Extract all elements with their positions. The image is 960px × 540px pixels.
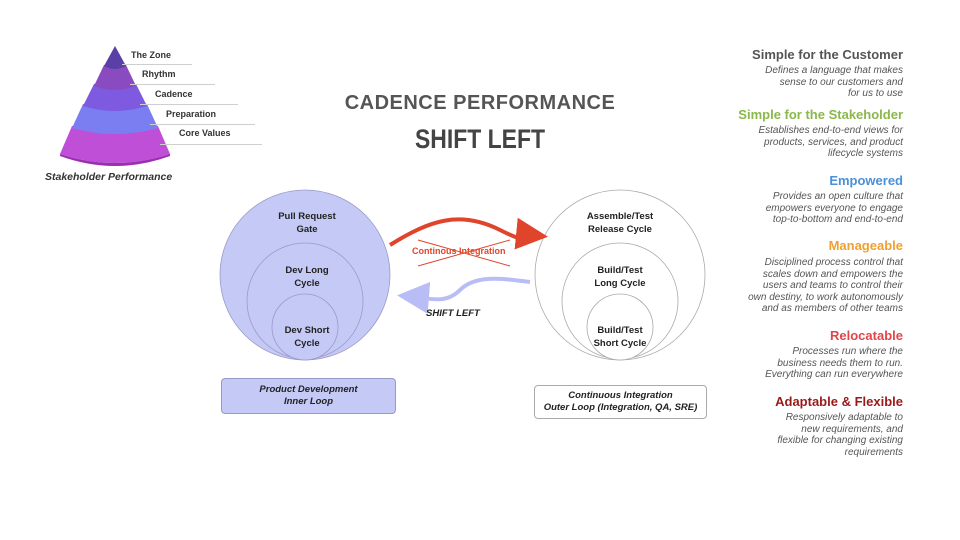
dev-long-label: Dev Long Cycle (285, 265, 329, 289)
stakeholder-pyramid (60, 46, 170, 166)
shift-left-label: SHIFT LEFT (426, 308, 480, 319)
pyramid-level-cadence (83, 81, 147, 111)
dev-short-circle (271, 293, 339, 361)
principle-text: Provides an open culture that empowers e… (765, 191, 903, 226)
pyramid-label-core-values: Core Values (179, 128, 231, 138)
strike-line (417, 239, 511, 267)
pyramid-label-rhythm: Rhythm (142, 69, 176, 79)
pyramid-label-preparation: Preparation (166, 109, 217, 119)
continuous-integration-label: Continous Integration (412, 246, 506, 256)
principle-text: Processes run where the business needs t… (765, 346, 903, 381)
principle-heading: Simple for the Customer (752, 47, 903, 62)
build-long-label: Build/Test Long Cycle (594, 265, 646, 289)
build-short-label: Build/Test Short Cycle (593, 325, 647, 349)
pyramid-level-rhythm (94, 63, 136, 90)
pyramid-divider (140, 104, 238, 105)
principle-heading: Manageable (828, 238, 903, 253)
pyramid-label-cadence: Cadence (155, 89, 193, 99)
continuous-integration-arrow (388, 217, 548, 250)
principle-text: Disciplined process control that scales … (748, 257, 903, 315)
release-cycle-label: Assemble/Test Release Cycle (586, 211, 654, 235)
principle-text: Responsively adaptable to new requiremen… (777, 412, 903, 458)
principle-heading: Relocatable (830, 328, 903, 343)
pyramid-divider (130, 84, 215, 85)
pyramid-divider (150, 124, 255, 125)
principle-text: Defines a language that makes sense to o… (765, 65, 903, 100)
dev-short-label: Dev Short Cycle (284, 325, 330, 349)
page-subtitle: SHIFT LEFT (414, 124, 546, 154)
page-title: CADENCE PERFORMANCE (344, 92, 616, 114)
pyramid-level-preparation (72, 101, 158, 134)
principle-heading: Adaptable & Flexible (775, 394, 903, 409)
shift-left-arrow (397, 276, 531, 314)
pyramid-divider (122, 64, 192, 65)
pyramid-level-the-zone (104, 46, 126, 69)
build-short-circle (586, 293, 654, 361)
inner-loop-box: Product Development Inner Loop (221, 378, 396, 414)
pyramid-label-the-zone: The Zone (131, 50, 171, 60)
outer-loop-diagram (534, 189, 706, 361)
flow-arrows (388, 217, 548, 314)
principle-text: Establishes end-to-end views for product… (758, 125, 903, 160)
principle-heading: Simple for the Stakeholder (738, 107, 903, 122)
inner-loop-diagram (219, 189, 391, 361)
outer-loop-box: Continuous Integration Outer Loop (Integ… (534, 385, 707, 419)
principle-heading: Empowered (829, 173, 903, 188)
pyramid-level-core-values (60, 122, 170, 163)
pull-request-label: Pull Request Gate (278, 211, 336, 235)
pyramid-caption: Stakeholder Performance (45, 171, 173, 183)
pyramid-divider (160, 144, 262, 145)
